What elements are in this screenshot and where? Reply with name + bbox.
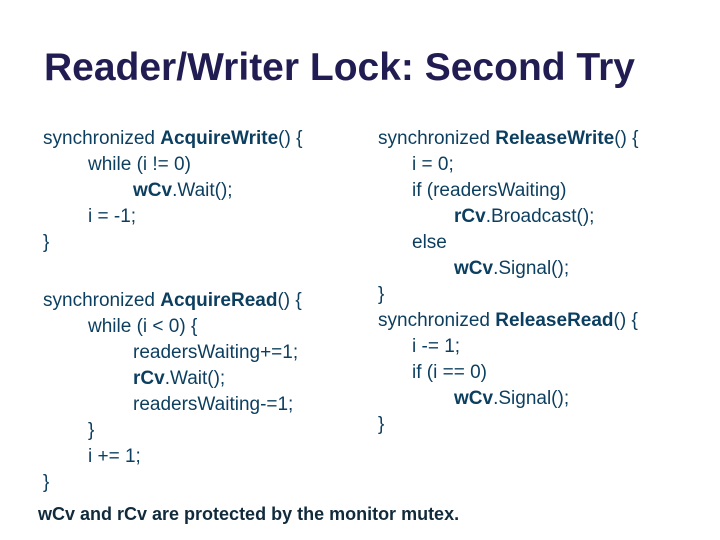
code-text: () {: [277, 289, 302, 311]
code-line: readersWaiting-=1;: [43, 392, 378, 418]
code-block-acquire-write: synchronized AcquireWrite() {while (i !=…: [43, 126, 378, 256]
code-text: while (i < 0) {: [88, 315, 198, 337]
code-text: synchronized: [43, 127, 161, 149]
code-line: }: [43, 418, 378, 444]
code-text: synchronized: [43, 289, 161, 311]
code-text: }: [378, 283, 385, 305]
code-identifier: ReleaseRead: [495, 309, 614, 331]
code-identifier: ReleaseWrite: [495, 127, 615, 149]
code-line: }: [43, 470, 378, 496]
code-text: i = 0;: [412, 153, 454, 175]
footer-note: wCv and rCv are protected by the monitor…: [38, 504, 460, 524]
code-text: () {: [278, 127, 303, 149]
right-column: synchronized ReleaseWrite() {i = 0;if (r…: [378, 126, 708, 496]
code-line: synchronized AcquireRead() {: [43, 288, 378, 314]
code-line: while (i < 0) {: [43, 314, 378, 340]
code-text: readersWaiting-=1;: [133, 393, 294, 415]
code-line: wCv.Signal();: [378, 386, 708, 412]
code-line: else: [378, 230, 708, 256]
code-line: synchronized AcquireWrite() {: [43, 126, 378, 152]
code-line: synchronized ReleaseRead() {: [378, 308, 708, 334]
code-text: else: [412, 231, 447, 253]
code-text: synchronized: [378, 309, 496, 331]
code-line: if (readersWaiting): [378, 178, 708, 204]
code-text: synchronized: [378, 127, 496, 149]
code-text: while (i != 0): [88, 153, 191, 175]
code-line: i += 1;: [43, 444, 378, 470]
code-text: i += 1;: [88, 445, 141, 467]
code-line: while (i != 0): [43, 152, 378, 178]
code-line: synchronized ReleaseWrite() {: [378, 126, 708, 152]
code-text: () {: [613, 309, 638, 331]
code-text: .Signal();: [493, 257, 570, 279]
code-columns: synchronized AcquireWrite() {while (i !=…: [0, 126, 720, 496]
code-block-release-write: synchronized ReleaseWrite() {i = 0;if (r…: [378, 126, 708, 308]
code-identifier: wCv: [454, 387, 494, 409]
code-line: if (i == 0): [378, 360, 708, 386]
code-identifier: rCv: [454, 205, 486, 227]
code-text: .Wait();: [164, 367, 226, 389]
code-text: () {: [614, 127, 639, 149]
code-line: i -= 1;: [378, 334, 708, 360]
code-identifier: AcquireWrite: [160, 127, 279, 149]
code-identifier: wCv: [133, 179, 173, 201]
code-line: }: [378, 282, 708, 308]
code-line: wCv.Wait();: [43, 178, 378, 204]
code-text: }: [43, 231, 50, 253]
code-text: i -= 1;: [412, 335, 461, 357]
code-identifier: wCv: [454, 257, 494, 279]
code-block-acquire-read: synchronized AcquireRead() {while (i < 0…: [43, 288, 378, 496]
code-text: readersWaiting+=1;: [133, 341, 299, 363]
code-line: i = -1;: [43, 204, 378, 230]
left-column: synchronized AcquireWrite() {while (i !=…: [43, 126, 378, 496]
code-text: .Signal();: [493, 387, 570, 409]
code-text: if (i == 0): [412, 361, 487, 383]
code-line: i = 0;: [378, 152, 708, 178]
code-line: }: [43, 230, 378, 256]
code-text: i = -1;: [88, 205, 137, 227]
code-line: rCv.Broadcast();: [378, 204, 708, 230]
code-line: wCv.Signal();: [378, 256, 708, 282]
code-text: .Broadcast();: [485, 205, 595, 227]
code-text: .Wait();: [172, 179, 233, 201]
slide-title: Reader/Writer Lock: Second Try: [44, 46, 635, 89]
code-line: }: [378, 412, 708, 438]
code-identifier: AcquireRead: [160, 289, 278, 311]
code-block-release-read: synchronized ReleaseRead() {i -= 1;if (i…: [378, 308, 708, 438]
code-line: rCv.Wait();: [43, 366, 378, 392]
code-text: }: [88, 419, 95, 441]
code-text: }: [378, 413, 385, 435]
code-line: readersWaiting+=1;: [43, 340, 378, 366]
code-text: }: [43, 471, 50, 493]
code-text: if (readersWaiting): [412, 179, 567, 201]
code-identifier: rCv: [133, 367, 165, 389]
